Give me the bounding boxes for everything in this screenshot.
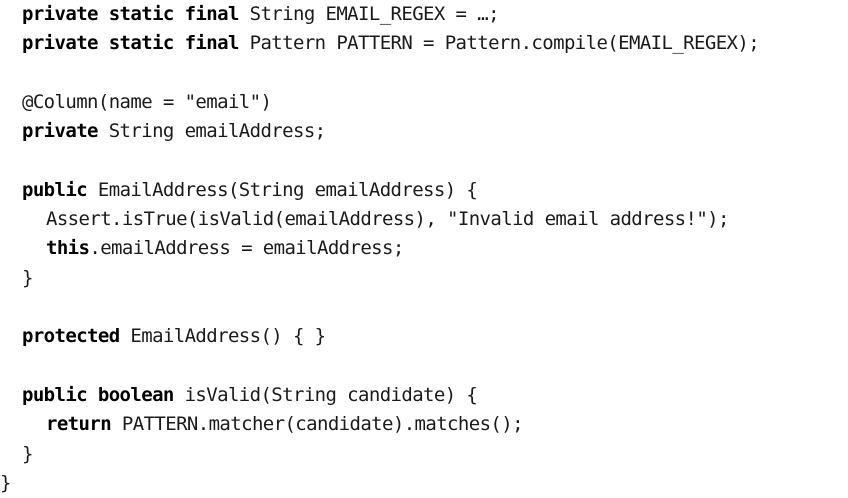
code-text: PATTERN.matcher(candidate).matches(); [111,413,524,436]
code-text: isValid(String candidate) { [173,383,478,406]
code-line: } [22,264,33,293]
code-text: Assert.isTrue(isValid(emailAddress), "In… [46,208,729,231]
code-line: return PATTERN.matcher(candidate).matche… [46,410,524,439]
code-line: private static final Pattern PATTERN = P… [22,29,760,58]
keyword: private static final [22,32,239,55]
code-text: EmailAddress() { } [119,325,326,348]
code-line: @Column(name = "email") [22,88,272,117]
code-line: public boolean isValid(String candidate)… [22,381,478,410]
code-line: Assert.isTrue(isValid(emailAddress), "In… [46,205,729,234]
code-line: } [0,469,11,498]
code-text: } [0,471,11,494]
keyword: private static final [22,3,239,25]
code-text: String emailAddress; [97,120,326,143]
code-line: private static final String EMAIL_REGEX … [22,0,500,29]
code-line: public EmailAddress(String emailAddress)… [22,176,478,205]
keyword: this [46,237,90,260]
keyword: return [46,413,112,436]
code-text: } [22,266,33,289]
keyword: private [22,120,98,143]
code-text: String EMAIL_REGEX = …; [238,3,500,25]
code-text: @Column(name = "email") [22,90,272,113]
code-text: .emailAddress = emailAddress; [89,237,404,260]
code-text: Pattern PATTERN = Pattern.compile(EMAIL_… [238,32,760,55]
code-line: private String emailAddress; [22,117,326,146]
code-line: } [22,440,33,469]
keyword: public [22,178,88,201]
keyword: public boolean [22,383,174,406]
code-text: EmailAddress(String emailAddress) { [87,178,478,201]
keyword: protected [22,325,120,348]
code-line: protected EmailAddress() { } [22,322,326,351]
code-line: this.emailAddress = emailAddress; [46,234,404,263]
code-text: } [22,442,33,465]
